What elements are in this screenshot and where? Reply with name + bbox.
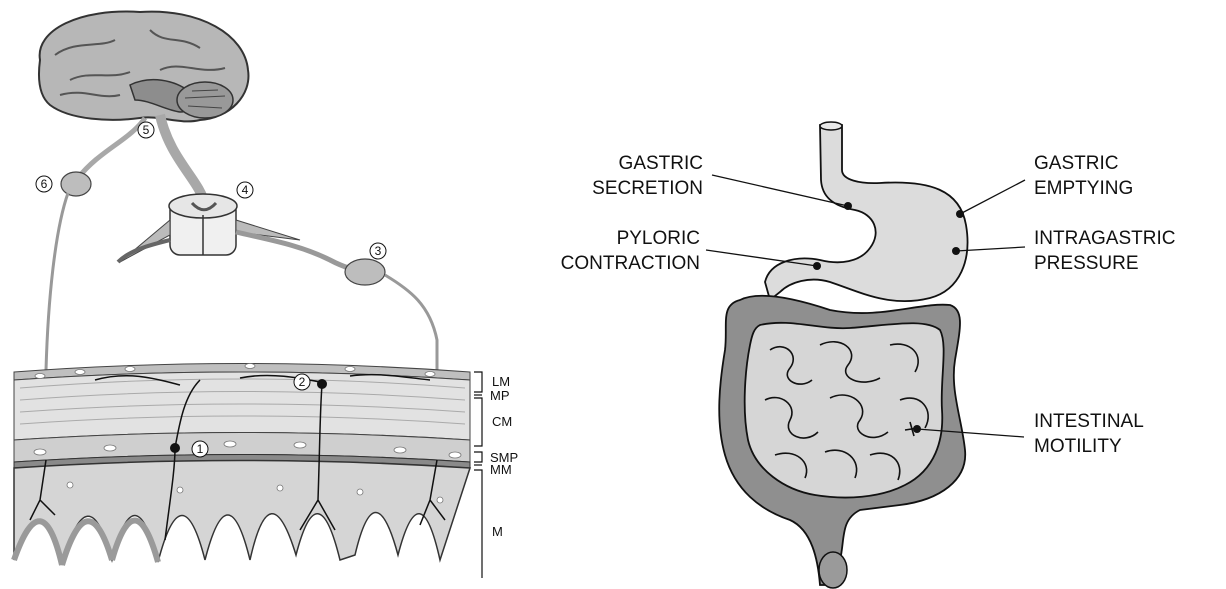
- marker-1: 1: [192, 441, 208, 457]
- svg-text:2: 2: [299, 375, 306, 389]
- svg-text:3: 3: [375, 244, 382, 258]
- svg-text:PYLORIC: PYLORIC: [617, 228, 700, 249]
- marker-2: 2: [294, 374, 310, 390]
- neural-pathway-diagram: 1 2 3 4 5 6 LM MP CM SMP MM M: [14, 12, 518, 578]
- svg-text:MOTILITY: MOTILITY: [1034, 436, 1122, 457]
- svg-text:6: 6: [41, 177, 48, 191]
- gut-wall-section: [14, 364, 470, 566]
- svg-text:5: 5: [143, 123, 150, 137]
- vagal-tract: [78, 118, 145, 178]
- enteric-neuron-2: [317, 379, 327, 389]
- label-intragastric-pressure: INTRAGASTRIC PRESSURE: [1034, 228, 1175, 274]
- layer-label-m: M: [492, 524, 503, 539]
- layer-label-mp: MP: [490, 388, 510, 403]
- label-gastric-secretion: GASTRIC SECRETION: [592, 153, 703, 199]
- svg-text:EMPTYING: EMPTYING: [1034, 178, 1133, 199]
- svg-text:CONTRACTION: CONTRACTION: [561, 253, 700, 274]
- svg-text:4: 4: [242, 183, 249, 197]
- layer-label-mm: MM: [490, 462, 512, 477]
- svg-text:GASTRIC: GASTRIC: [619, 153, 703, 174]
- marker-4: 4: [237, 182, 253, 198]
- small-intestine: [745, 323, 944, 498]
- marker-3: 3: [370, 243, 386, 259]
- label-gastric-emptying: GASTRIC EMPTYING: [1034, 153, 1133, 199]
- svg-text:INTESTINAL: INTESTINAL: [1034, 411, 1144, 432]
- label-intestinal-motility: INTESTINAL MOTILITY: [1034, 411, 1144, 457]
- svg-text:INTRAGASTRIC: INTRAGASTRIC: [1034, 228, 1175, 249]
- svg-text:GASTRIC: GASTRIC: [1034, 153, 1118, 174]
- brain-illustration: [39, 12, 248, 122]
- layer-label-lm: LM: [492, 374, 510, 389]
- label-pyloric-contraction: PYLORIC CONTRACTION: [561, 228, 700, 274]
- layer-label-cm: CM: [492, 414, 512, 429]
- svg-text:SECRETION: SECRETION: [592, 178, 703, 199]
- svg-text:1: 1: [197, 442, 204, 456]
- marker-6: 6: [36, 176, 52, 192]
- dorsal-root-ganglion: [345, 259, 385, 285]
- gastrointestinal-diagram: GASTRIC SECRETION PYLORIC CONTRACTION GA…: [561, 122, 1176, 588]
- spinal-afferent: [236, 232, 360, 272]
- nodose-ganglion: [61, 172, 91, 196]
- marker-5: 5: [138, 122, 154, 138]
- rectum: [819, 552, 847, 588]
- enteric-neuron-1: [170, 443, 180, 453]
- esophagus-opening: [820, 122, 842, 130]
- stomach: [765, 125, 968, 301]
- svg-text:PRESSURE: PRESSURE: [1034, 253, 1139, 274]
- spinal-cord: [118, 194, 300, 262]
- layer-brackets: [474, 372, 482, 578]
- brainstem-tract: [160, 115, 205, 205]
